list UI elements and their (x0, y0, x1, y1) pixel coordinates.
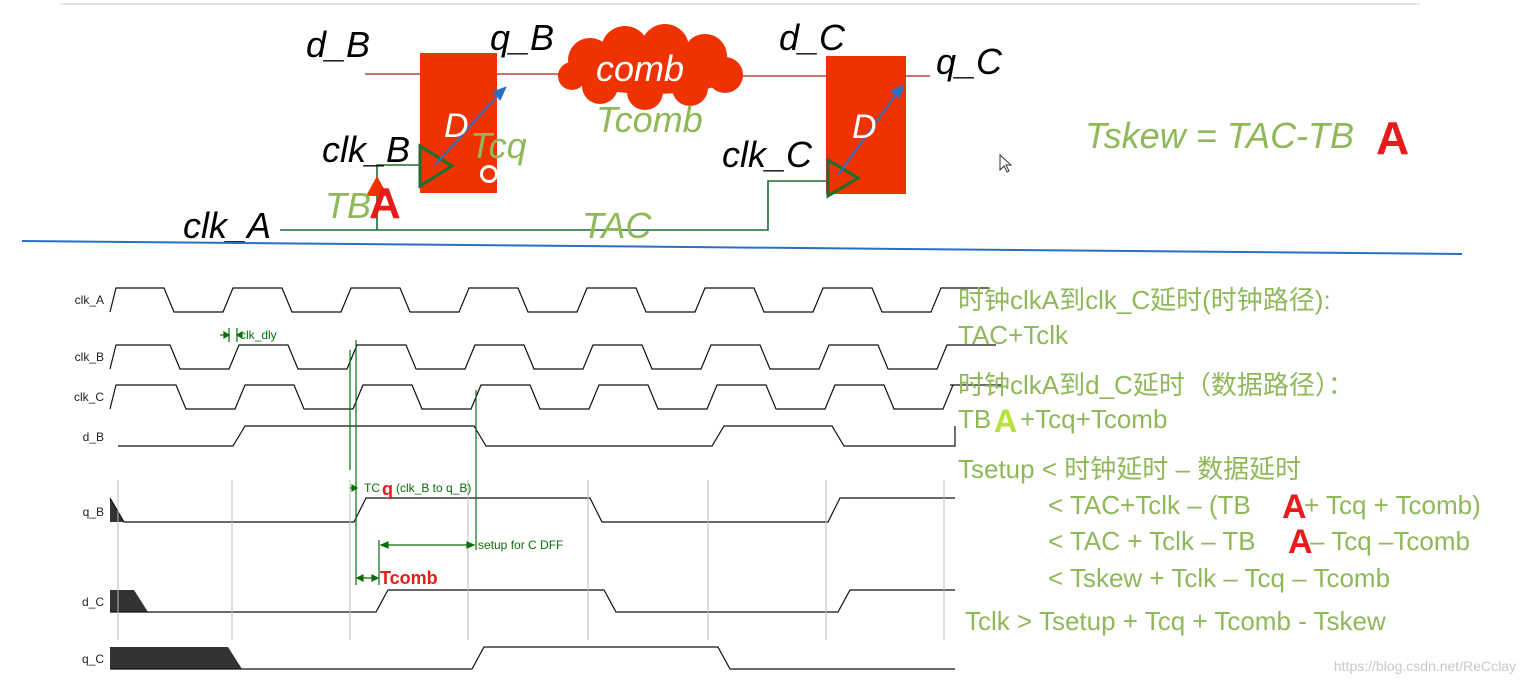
q-c-label: q_C (936, 41, 1003, 82)
note-expand-3: < Tskew + Tclk – Tcq – Tcomb (1048, 563, 1390, 593)
tba-label: TB (325, 185, 371, 226)
tskew-overlay: A (1376, 112, 1409, 164)
comb-cloud (558, 24, 743, 110)
timing-waveforms: clk_A clk_B clk_C d_B q_B d_C q_C (74, 287, 1002, 670)
signal-name-d-b: d_B (83, 430, 104, 444)
note-clock-path-title: 时钟clkA到clk_C延时(时钟路径): (958, 285, 1331, 315)
signal-name-d-c: d_C (82, 595, 104, 609)
tcq-dim-q: q (382, 479, 393, 499)
note-clock-path-value: TAC+Tclk (958, 320, 1069, 350)
tskew-equation: Tskew = TAC-TB (1085, 115, 1354, 156)
tcq-arrow (434, 86, 507, 166)
note-expand-1-suffix: + Tcq + Tcomb) (1304, 490, 1481, 520)
d-b-label: d_B (306, 24, 370, 65)
note-expand-1-prefix: < TAC+Tclk – (TB (1048, 490, 1251, 520)
clkA-trace (109, 287, 990, 313)
clk-c-wire (280, 180, 826, 231)
tcq-dim-suffix: (clk_B to q_B) (396, 481, 471, 495)
signal-name-q-b: q_B (83, 505, 104, 519)
ff-c-arrow (837, 84, 905, 176)
wave-clk-a (109, 287, 990, 313)
clock-network (280, 164, 826, 231)
tcq-label: Tcq (470, 125, 527, 166)
tac-label: TAC (582, 205, 652, 246)
note-data-path-prefix: TB (958, 404, 991, 434)
mouse-cursor-icon (999, 153, 1013, 173)
tba-overlay: A (369, 179, 401, 228)
clkB-trace (109, 344, 996, 370)
wave-clk-c (109, 384, 1002, 410)
ff-b-d-label: D (444, 107, 469, 145)
signal-name-q-c: q_C (82, 652, 104, 666)
ff-c-d-label: D (852, 108, 877, 146)
tcq-dim-prefix: TC (364, 481, 380, 495)
setup-for-c-label: setup for C DFF (478, 538, 563, 552)
clk-b-buffer (366, 176, 388, 196)
wave-d-c (110, 589, 955, 613)
comb-label: comb (596, 48, 684, 89)
clkC-trace (109, 384, 1002, 410)
note-data-path-overlay: A (994, 403, 1017, 439)
wave-q-b (109, 497, 955, 523)
note-tsetup-inequality: Tsetup < 时钟延时 – 数据延时 (958, 454, 1301, 484)
wave-q-c (110, 646, 955, 670)
ff-c-box (826, 56, 906, 194)
d-c-label: d_C (779, 17, 846, 58)
watermark-url: https://blog.csdn.net/ReCclay (1334, 658, 1516, 674)
note-expand-2-prefix: < TAC + Tclk – TB (1048, 526, 1256, 556)
tcomb-red-label: Tcomb (380, 568, 438, 588)
note-data-path-title: 时钟clkA到d_C延时（数据路径）： (958, 370, 1354, 400)
clk-b-label: clk_B (322, 129, 410, 170)
clk-a-label: clk_A (183, 205, 271, 246)
clk-b-wire (376, 164, 420, 230)
timing-notes: 时钟clkA到clk_C延时(时钟路径): TAC+Tclk 时钟clkA到d_… (958, 285, 1516, 674)
clk-c-label: clk_C (722, 134, 813, 175)
clk-dly-label: clk_dly (240, 328, 277, 342)
timing-dimensions (220, 328, 477, 585)
schematic: d_B q_B d_C q_C comb Tcomb D D clk_B clk… (21, 3, 1463, 255)
q-b-label: q_B (490, 17, 554, 58)
ff-b-clock-triangle (418, 143, 455, 189)
wave-clk-b (109, 344, 996, 370)
note-data-path-suffix: +Tcq+Tcomb (1020, 404, 1167, 434)
note-expand-2-overlay: A (1288, 523, 1313, 561)
signal-name-clk-c: clk_C (74, 390, 104, 404)
note-tclk-constraint: Tclk > Tsetup + Tcq + Tcomb - Tskew (965, 606, 1386, 636)
signal-name-clk-b: clk_B (75, 350, 104, 364)
wave-d-b (118, 425, 956, 447)
tcomb-label: Tcomb (596, 99, 703, 140)
signal-name-clk-a: clk_A (75, 293, 104, 307)
note-expand-1-overlay: A (1282, 488, 1307, 526)
note-expand-2-suffix: – Tcq –Tcomb (1310, 526, 1470, 556)
reference-ticks (117, 480, 945, 640)
section-separator (21, 240, 1463, 255)
